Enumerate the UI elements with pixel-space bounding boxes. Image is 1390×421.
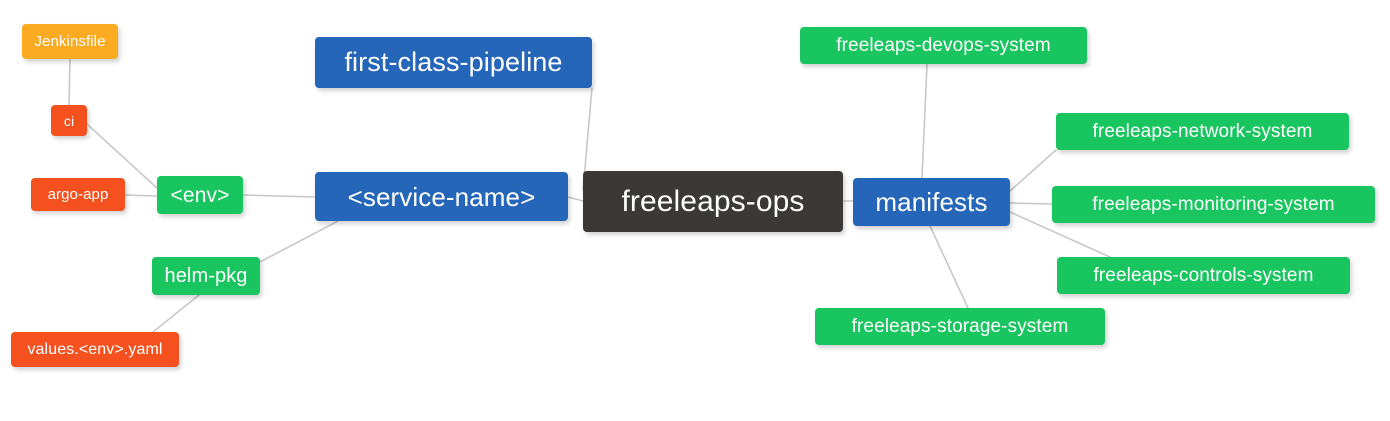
edge-root-to-service-name bbox=[567, 196, 584, 202]
node-network[interactable]: freeleaps-network-system bbox=[1056, 113, 1349, 150]
edge-helm-pkg-to-values-yaml bbox=[152, 294, 200, 333]
node-pipeline[interactable]: first-class-pipeline bbox=[315, 37, 592, 88]
node-controls[interactable]: freeleaps-controls-system bbox=[1057, 257, 1350, 294]
edge-service-name-to-env bbox=[242, 194, 316, 198]
node-ci[interactable]: ci bbox=[51, 105, 87, 136]
node-env[interactable]: <env> bbox=[157, 176, 243, 214]
node-monitoring[interactable]: freeleaps-monitoring-system bbox=[1052, 186, 1375, 223]
node-jenkinsfile[interactable]: Jenkinsfile bbox=[22, 24, 118, 59]
node-helm-pkg[interactable]: helm-pkg bbox=[152, 257, 260, 295]
node-values-yaml[interactable]: values.<env>.yaml bbox=[11, 332, 179, 367]
node-storage[interactable]: freeleaps-storage-system bbox=[815, 308, 1105, 345]
node-service-name[interactable]: <service-name> bbox=[315, 172, 568, 221]
node-manifests[interactable]: manifests bbox=[853, 178, 1010, 226]
edge-manifests-to-storage bbox=[929, 225, 969, 309]
edge-manifests-to-devops bbox=[921, 63, 928, 179]
edge-ci-to-jenkinsfile bbox=[68, 58, 71, 106]
node-devops[interactable]: freeleaps-devops-system bbox=[800, 27, 1087, 64]
node-argo-app[interactable]: argo-app bbox=[31, 178, 125, 211]
node-root[interactable]: freeleaps-ops bbox=[583, 171, 843, 232]
edge-manifests-to-monitoring bbox=[1009, 202, 1053, 205]
edge-manifests-to-network bbox=[1009, 149, 1057, 192]
edge-service-name-to-helm-pkg bbox=[259, 220, 339, 263]
edge-env-to-argo-app bbox=[124, 194, 158, 197]
